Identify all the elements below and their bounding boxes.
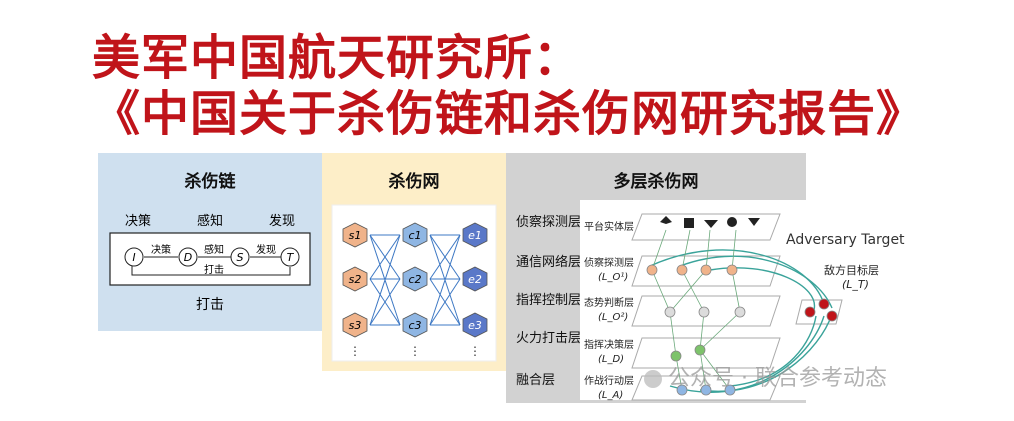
hex-c1 (402, 222, 428, 248)
layer-label-comms: 通信网络层 (516, 255, 582, 270)
headline-line-1: 美军中国航天研究所： (92, 30, 583, 86)
layer-label-fusion: 融合层 (516, 373, 556, 388)
hex-s1 (342, 222, 368, 248)
ship-icon (684, 218, 694, 228)
node-enemy-2 (818, 298, 830, 310)
node-recon-1 (646, 264, 658, 276)
multi-layer-title: 多层杀伤网 (613, 172, 699, 192)
edge-label-sense: 感知 (204, 243, 224, 256)
hex-s2 (342, 266, 368, 292)
label-s2: s2 (349, 273, 362, 286)
node-d (178, 247, 198, 267)
node-situation-3 (734, 306, 746, 318)
satellite-icon (727, 217, 737, 227)
plane-label-situation: 态势判断层 (584, 296, 634, 309)
wechat-icon (644, 370, 662, 388)
top-label-decide: 决策 (125, 213, 151, 229)
plane-decision (631, 337, 781, 369)
bottom-label-strike: 打击 (196, 296, 224, 313)
node-t-label: T (287, 251, 295, 264)
plane-label-decision: 指挥决策层 (584, 338, 634, 351)
hex-e3 (462, 312, 488, 338)
node-s-label: S (237, 251, 244, 264)
top-label-sense: 感知 (197, 213, 223, 229)
adversary-target-label: Adversary Target (786, 232, 905, 248)
aircraft-icon (660, 216, 672, 224)
layer-label-c2: 指挥控制层 (516, 293, 582, 308)
ellipsis-s: ⋮ (349, 344, 361, 358)
hex-c3 (402, 312, 428, 338)
hex-s3 (342, 312, 368, 338)
headline-line-2: 《中国关于杀伤链和杀伤网研究报告》 (92, 86, 926, 142)
label-c2: c2 (408, 273, 421, 286)
arrow-i-t (131, 265, 291, 276)
node-d-label: D (184, 251, 192, 264)
node-enemy-1 (804, 306, 816, 318)
hex-e2 (462, 266, 488, 292)
plane-label-platform: 平台实体层 (584, 220, 634, 233)
multi-layer-diagram: 平台实体层 侦察探测层 (L_O¹) 态势判断层 (L_O²) 指挥决策层 (L… (580, 200, 879, 401)
kill-chain-diagram: 决策 感知 发现 I D S T 决策 感知 发现 打击 打击 (109, 213, 311, 313)
label-e3: e3 (468, 319, 482, 332)
hex-e1 (462, 222, 488, 248)
chain-box (109, 232, 311, 286)
ellipsis-c: ⋮ (409, 344, 421, 358)
enemy-layer-label: 敌方目标层 (824, 263, 879, 277)
platform-icons (660, 216, 760, 228)
label-c3: c3 (408, 319, 421, 332)
label-s1: s1 (349, 229, 362, 242)
node-s (230, 247, 250, 267)
node-decision-2 (694, 344, 706, 356)
node-action-2 (700, 384, 712, 396)
node-enemy-3 (826, 310, 838, 322)
kill-web-diagram: s1 s2 s3 c1 c2 c3 e1 e2 e3 ⋮ ⋮ ⋮ (331, 204, 497, 362)
vertical-links (651, 229, 741, 391)
plane-action (631, 375, 781, 401)
kill-chain-panel: 杀伤链 决策 感知 发现 I D S T 决策 感知 发现 打击 打击 (98, 153, 322, 331)
plane-sub-situation: (L_O²) (598, 312, 628, 323)
label-c1: c1 (408, 229, 421, 242)
edge-label-find: 发现 (256, 243, 276, 256)
layer-label-recon: 侦察探测层 (516, 215, 582, 230)
node-recon-2 (676, 264, 688, 276)
edge-label-decide: 决策 (151, 243, 171, 256)
plane-label-recon: 侦察探测层 (584, 256, 634, 269)
label-e2: e2 (468, 273, 482, 286)
watermark-text: 公众号 · 联合参考动态 (668, 366, 887, 391)
node-recon-3 (700, 264, 712, 276)
hex-c2 (402, 266, 428, 292)
kill-web-edges (369, 234, 461, 326)
node-t (280, 247, 300, 267)
node-situation-1 (664, 306, 676, 318)
edge-label-strike: 打击 (204, 263, 224, 276)
multi-layer-canvas (580, 200, 842, 400)
plane-sub-action: (L_A) (598, 390, 623, 401)
node-action-3 (724, 384, 736, 396)
node-recon-4 (726, 264, 738, 276)
jet-icon (748, 218, 760, 226)
kill-web-panel: 杀伤网 s1 s2 s3 c1 c2 c3 (322, 153, 506, 371)
helicopter-icon (704, 220, 718, 228)
enemy-layer-sub: (L_T) (842, 278, 869, 291)
plane-platform (631, 213, 781, 241)
node-situation-2 (698, 306, 710, 318)
plane-sub-decision: (L_D) (598, 354, 624, 365)
watermark: 公众号 · 联合参考动态 (644, 360, 887, 392)
layer-label-fires: 火力打击层 (516, 331, 582, 346)
plane-label-action: 作战行动层 (584, 374, 634, 387)
kill-chain-title: 杀伤链 (184, 172, 236, 192)
label-s3: s3 (349, 319, 362, 332)
node-decision-1 (670, 350, 682, 362)
label-e1: e1 (468, 229, 482, 242)
ellipsis-e: ⋮ (469, 344, 481, 358)
node-action-1 (676, 384, 688, 396)
node-i (124, 247, 144, 267)
plane-sub-recon: (L_O¹) (598, 272, 628, 283)
top-label-find: 发现 (269, 213, 295, 229)
plane-situation (631, 295, 781, 327)
node-i-label: I (132, 251, 135, 264)
kill-web-title: 杀伤网 (388, 172, 440, 192)
